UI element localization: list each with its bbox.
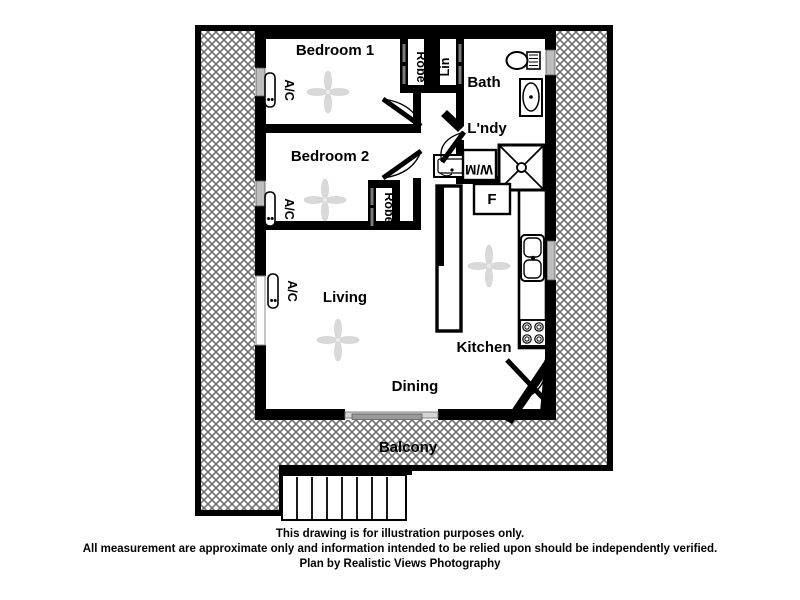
disclaimer-line-2: All measurement are approximate only and…	[83, 543, 718, 555]
room-label-balcony: Balcony	[379, 439, 438, 456]
room-label-dining: Dining	[392, 378, 439, 395]
room-label-bedroom-2: Bedroom 2	[291, 148, 369, 165]
staircase	[281, 466, 412, 521]
room-label-kitchen: Kitchen	[456, 339, 511, 356]
fridge-fixture	[472, 182, 512, 216]
closet-label-robe-bedroom-1: Robe	[414, 51, 428, 82]
room-labels: Bedroom 1 Bedroom 2 Living Dining Kitche…	[291, 42, 512, 456]
ac-label-living: A/C	[285, 280, 299, 302]
room-label-laundry: L'ndy	[467, 120, 507, 137]
appliance-label-fridge: F	[487, 191, 496, 208]
toilet-fixture	[505, 51, 541, 70]
appliance-label-washing-machine: W/M	[465, 162, 493, 177]
ac-unit-bedroom-2-icon	[264, 191, 276, 227]
disclaimer-line-1: This drawing is for illustration purpose…	[276, 528, 524, 540]
cooktop-fixture	[519, 319, 547, 347]
kitchen-sink-fixture	[520, 234, 545, 282]
ac-unit-living-icon	[267, 273, 279, 309]
ac-unit-bedroom-1-icon	[264, 72, 276, 108]
room-label-bedroom-1: Bedroom 1	[296, 42, 374, 59]
room-label-bath: Bath	[467, 74, 500, 91]
closet-label-linen: Lin	[438, 58, 452, 77]
windows	[255, 49, 556, 420]
exterior-walls	[255, 28, 556, 424]
doors	[370, 44, 547, 402]
room-label-living: Living	[323, 289, 367, 306]
air-conditioner-labels: A/C A/C A/C	[282, 79, 299, 302]
disclaimer-block: This drawing is for illustration purpose…	[83, 528, 718, 570]
ac-label-bedroom-2: A/C	[282, 198, 296, 220]
washing-machine-fixture	[461, 148, 498, 182]
ac-label-bedroom-1: A/C	[282, 79, 296, 101]
appliance-labels: W/M F	[465, 162, 496, 208]
wash-basin-fixture	[519, 78, 543, 117]
closet-label-robe-bedroom-2: Robe	[382, 192, 396, 223]
shower-recess-fixture	[497, 143, 546, 192]
internal-walls	[266, 39, 552, 230]
disclaimer-line-3: Plan by Realistic Views Photography	[299, 558, 501, 570]
closet-labels: Robe Lin Robe	[382, 51, 452, 223]
